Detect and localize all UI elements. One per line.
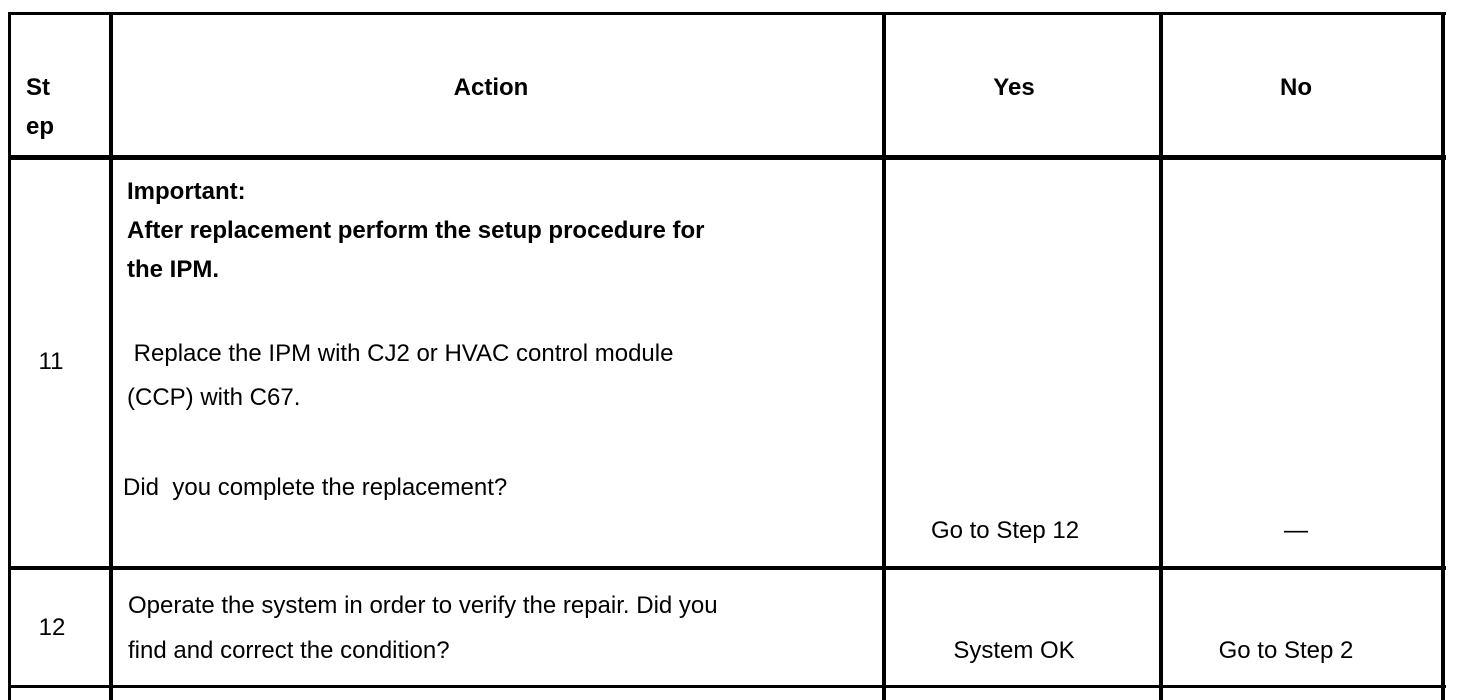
- important-label: Important:: [127, 178, 246, 205]
- header-step-line2: ep: [26, 113, 55, 140]
- yes-result: System OK: [953, 637, 1075, 664]
- header-step-line1: St: [26, 74, 50, 101]
- row-step-number: 12: [38, 614, 66, 641]
- column-divider-action-yes: [882, 12, 886, 700]
- header-no: No: [1280, 74, 1312, 101]
- table-top-border: [8, 12, 1446, 15]
- important-note-line2: the IPM.: [127, 256, 220, 283]
- row-step-number: 11: [38, 348, 64, 375]
- no-result: Go to Step 2: [1218, 637, 1354, 664]
- no-result: —: [1284, 517, 1308, 544]
- row-divider: [8, 566, 1446, 570]
- header-bottom-border: [8, 155, 1446, 160]
- table-bottom-border: [8, 685, 1446, 688]
- table-left-border: [8, 12, 11, 700]
- header-yes: Yes: [993, 74, 1035, 101]
- yes-result: Go to Step 12: [930, 517, 1080, 544]
- question-text: Did you complete the replacement?: [123, 474, 508, 501]
- column-divider-yes-no: [1159, 12, 1163, 700]
- instruction-line1: Replace the IPM with CJ2 or HVAC control…: [127, 340, 674, 367]
- action-line1: Operate the system in order to verify th…: [128, 592, 718, 619]
- action-line2: find and correct the condition?: [128, 637, 450, 664]
- important-note-line1: After replacement perform the setup proc…: [127, 217, 705, 244]
- instruction-line2: (CCP) with C67.: [127, 384, 301, 411]
- column-divider-step-action: [109, 12, 113, 700]
- header-action: Action: [453, 74, 529, 101]
- table-right-border: [1441, 12, 1445, 700]
